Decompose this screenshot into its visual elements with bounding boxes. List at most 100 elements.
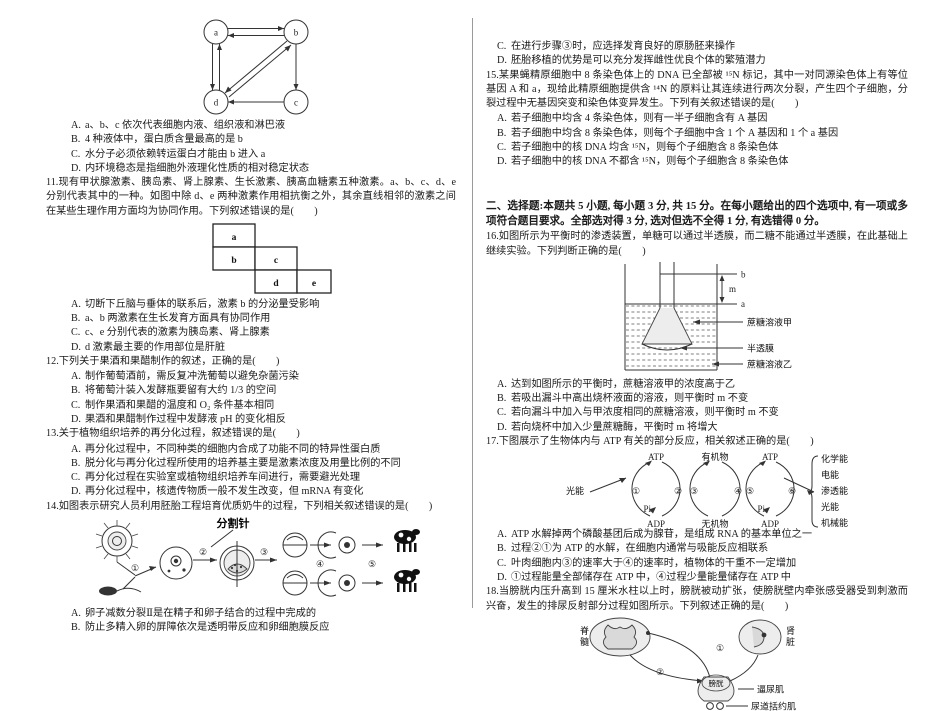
option-letter: C. [71,148,81,160]
label-spinal-cord: 脊 [580,625,589,636]
q12-option-d: D.果酒和果醋制作过程中发酵液 pH 的变化相反 [60,413,456,427]
svg-text:④: ④ [316,559,324,569]
q14-text: 如图表示研究人员利用胚胎工程培育优质奶牛的过程，下列相关叙述错误的是( ) [58,500,433,512]
svg-text:e: e [312,279,316,289]
pi-2: Pi [757,504,765,514]
energy-mechanical: 机械能 [821,517,848,528]
svg-text:②: ② [674,486,682,496]
label-bladder: 膀胱 [709,678,724,688]
q10-network-figure: a b d c [60,14,456,119]
option-text: 再分化过程中，不同种类的细胞内合成了功能不同的特异性蛋白质 [85,443,381,455]
option-letter: B. [71,313,81,325]
q17-atp-cycle-figure: ATP ADP Pi ① ② 光能 有机物 无机物 ③ ④ [486,450,908,528]
q16-option-c: C.若向漏斗中加入与甲浓度相同的蔗糖溶液，则平衡时 m 不变 [486,406,908,420]
option-text: 若向漏斗中加入与甲浓度相同的蔗糖溶液，则平衡时 m 不变 [511,407,779,419]
q16-option-b: B. 若吸出漏斗中高出烧杯液面的溶液，则平衡时 m 不变 [486,392,908,406]
q11-option-b: B.a、b 两激素在生长发育方面具有协同作用 [60,312,456,326]
option-letter: C. [71,327,81,339]
q15-stem: 15.某果蝇精原细胞中 8 条染色体上的 DNA 已全部被 ¹⁵N 标记，其中一… [486,69,908,112]
q17-stem: 17.下图展示了生物体内与 ATP 有关的部分反应，相关叙述正确的是( ) [486,435,908,449]
option-text: 防止多精入卵的屏障依次是透明带反应和卵细胞膜反应 [85,622,330,634]
option-text: 制作果酒和果醋的温度和 O₂ 条件基本相同 [85,399,275,411]
q13-number: 13. [46,428,59,440]
label-sucrose-solution-b: 蔗糖溶液乙 [747,358,792,369]
q17-option-a: A. ATP 水解掉两个磷酸基团后成为腺苷，是组成 RNA 的基本单位之一 [486,528,908,542]
q16-option-a: A.达到如图所示的平衡时，蔗糖溶液甲的浓度高于乙 [486,378,908,392]
option-letter: C. [71,399,81,411]
q13-stem: 13.关于植物组织培养的再分化过程，叙述错误的是( ) [46,427,456,441]
section-2-heading: 二、选择题:本题共 5 小题, 每小题 3 分, 共 15 分。在每小题给出的四… [486,201,908,228]
q14-option-b: B. 防止多精入卵的屏障依次是透明带反应和卵细胞膜反应 [60,621,456,635]
option-text: 在进行步骤③时，应选择发育良好的原肠胚来操作 [511,41,736,52]
svg-text:a: a [214,28,218,38]
svg-text:脏: 脏 [786,636,795,647]
q15-option-a: A.若子细胞中均含 4 条染色体，则有一半子细胞含有 A 基因 [486,112,908,126]
q10-option-a: A. a、b、c 依次代表细胞内液、组织液和淋巴液 [60,119,456,133]
option-text: 4 种液体中，蛋白质含量最高的是 b [85,134,243,146]
adp-1: ADP [647,519,665,528]
q18-stem: 18.当膀胱内压升高到 15 厘米水柱以上时，膀胱被动扩张，使膀胱壁内牵张感受器… [486,585,908,613]
option-text: 胚胎移植的优势是可以充分发挥雌性优良个体的繁殖潜力 [511,55,766,67]
q15-option-d: D.若子细胞中的核 DNA 不都含 ¹⁵N，则每个子细胞含 8 条染色体 [486,155,908,169]
svg-text:⑤: ⑤ [746,486,754,496]
q13-option-a: A. 再分化过程中，不同种类的细胞内合成了功能不同的特异性蛋白质 [60,443,456,457]
q10-option-c: C. 水分子必须依赖转运蛋白才能由 b 进入 a [60,148,456,162]
q15-option-b: B.若子细胞中均含 8 条染色体，则每个子细胞中含 1 个 A 基因和 1 个 … [486,127,908,141]
q17-text: 下图展示了生物体内与 ATP 有关的部分反应，相关叙述正确的是( ) [498,435,814,447]
top-spacer [486,14,908,40]
svg-text:d: d [273,279,279,289]
q12-number: 12. [46,355,59,367]
step-1: ① [716,643,724,653]
option-text: a、b、c 依次代表细胞内液、组织液和淋巴液 [85,120,286,131]
option-letter: A. [71,371,81,383]
option-letter: B. [71,134,81,146]
option-letter: D. [71,414,81,426]
label-inorganic: 无机物 [701,518,728,528]
q13-option-c: C.再分化过程在实验室或植物组织培养车间进行，需要避光处理 [60,471,456,485]
q11-option-c: C. c、e 分别代表的激素为胰岛素、肾上腺素 [60,326,456,340]
option-letter: A. [71,443,81,455]
q11-number: 11. [46,177,59,189]
option-letter: D. [71,341,81,353]
option-letter: D. [497,572,507,584]
q12-option-b: B.将葡萄汁装入发酵瓶要留有大约 1/3 的空间 [60,384,456,398]
exam-page: a b d c [46,0,950,711]
svg-text:髓: 髓 [580,637,589,647]
q11-text: 现有甲状腺激素、胰岛素、肾上腺素、生长激素、胰高血糖素五种激素。a、b、c、d、… [46,177,456,217]
option-letter: A. [71,298,81,310]
option-text: 内环境稳态是指细胞外液理化性质的相对稳定状态 [85,162,310,174]
option-text: 再分化过程中，核遗传物质一般不发生改变，但 mRNA 有变化 [85,486,364,498]
svg-text:⑥: ⑥ [788,486,796,496]
atp-1: ATP [648,452,664,462]
q17-number: 17. [486,435,499,447]
option-text: c、e 分别代表的激素为胰岛素、肾上腺素 [85,327,270,339]
label-b: b [741,269,746,279]
q16-number: 16. [486,231,499,243]
option-text: 若吸出漏斗中高出烧杯液面的溶液，则平衡时 m 不变 [511,393,749,405]
q17-option-d: D. ①过程能量全部储存在 ATP 中，④过程少量能量储存在 ATP 中 [486,571,908,585]
q16-text: 如图所示为平衡时的渗透装置，单糖可以通过半透膜，而二糖不能通过半透膜，在此基础上… [486,231,908,257]
option-text: ①过程能量全部储存在 ATP 中，④过程少量能量储存在 ATP 中 [511,572,791,584]
option-text: d 激素最主要的作用部位是肝脏 [85,341,226,353]
energy-light: 光能 [821,501,839,512]
option-text: 若子细胞中均含 4 条染色体，则有一半子细胞含有 A 基因 [511,113,768,125]
option-letter: B. [497,127,507,139]
option-letter: D. [497,156,507,168]
option-text: ATP 水解掉两个磷酸基团后成为腺苷，是组成 RNA 的基本单位之一 [511,529,813,541]
svg-text:b: b [294,28,299,38]
q15-number: 15. [486,69,499,81]
option-text: 若子细胞中的核 DNA 均含 ¹⁵N，则每个子细胞含 8 条染色体 [511,141,779,153]
option-letter: A. [71,120,81,131]
option-text: 水分子必须依赖转运蛋白才能由 b 进入 a [85,148,266,160]
svg-text:③: ③ [260,547,268,557]
q18-text: 当膀胱内压升高到 15 厘米水柱以上时，膀胱被动扩张，使膀胱壁内牵张感受器受到刺… [486,586,908,612]
option-letter: D. [497,55,507,67]
right-column: C.在进行步骤③时，应选择发育良好的原肠胚来操作 D.胚胎移植的优势是可以充分发… [478,0,950,711]
q10-option-b: B. 4 种液体中，蛋白质含量最高的是 b [60,133,456,147]
option-letter: A. [497,529,507,541]
option-letter: B. [71,622,81,634]
option-letter: D. [71,486,81,498]
option-letter: B. [71,457,81,469]
option-letter: B. [497,393,507,405]
step-2: ② [656,667,664,677]
